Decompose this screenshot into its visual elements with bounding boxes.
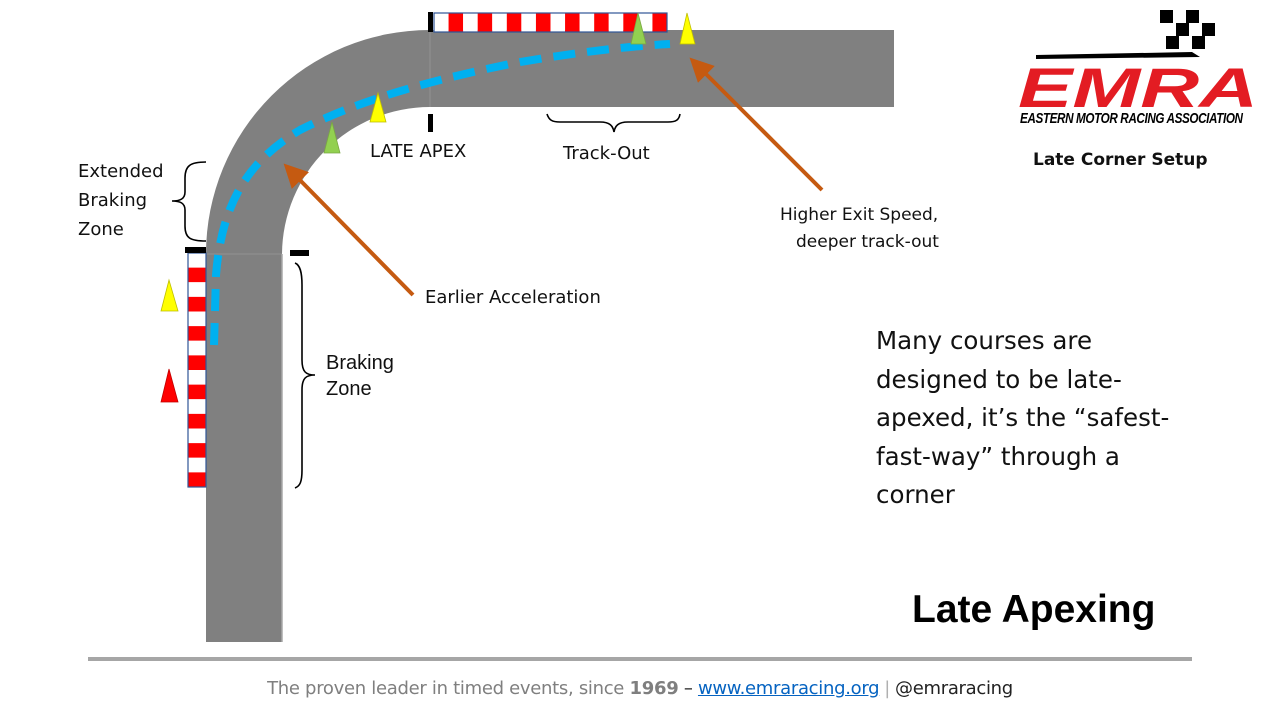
label-line: Extended xyxy=(78,161,164,182)
label-late-apex: LATE APEX xyxy=(370,141,467,162)
curb-segment xyxy=(188,267,206,283)
curb-segment xyxy=(188,340,206,356)
curb-start-marker xyxy=(428,12,433,32)
curb-segment xyxy=(188,282,206,297)
flag-square xyxy=(1176,23,1189,36)
arrow-earlier-acceleration xyxy=(283,163,415,297)
flag-square xyxy=(1202,23,1215,36)
curb-segment xyxy=(188,428,206,444)
brace-track-out xyxy=(546,113,681,133)
track-surface xyxy=(206,30,894,642)
brace-braking-zone xyxy=(294,262,316,489)
curb-vertical xyxy=(187,252,207,488)
curb-segment xyxy=(492,13,507,32)
cone-yellow-apex xyxy=(369,91,387,123)
curb-segment xyxy=(188,355,206,370)
arrow-higher-exit-speed xyxy=(689,57,824,192)
curb-segment xyxy=(623,13,638,32)
flag-square xyxy=(1160,10,1173,23)
curb-segment xyxy=(550,13,566,32)
label-track-out: Track-Out xyxy=(563,143,650,164)
curb-segment xyxy=(463,13,478,32)
curb-segment xyxy=(188,370,206,385)
brace-extended-braking-zone xyxy=(171,161,207,242)
turn-in-marker-right xyxy=(290,250,309,256)
footer-separator: | xyxy=(884,678,891,699)
footer-website-link[interactable]: www.emraracing.org xyxy=(697,678,880,699)
cone-yellow-exit xyxy=(679,12,696,45)
flag-square xyxy=(1192,36,1205,49)
curb-segment xyxy=(188,326,206,341)
curb-segment xyxy=(608,13,624,32)
footer-year: 1969 xyxy=(629,678,679,699)
curb-segment xyxy=(188,472,206,487)
curb-segment xyxy=(188,443,206,458)
curb-segment xyxy=(521,13,536,32)
label-line: Braking xyxy=(78,190,148,211)
label-line: Higher Exit Speed, xyxy=(780,205,939,225)
cone-yellow-braking xyxy=(160,278,179,312)
cone-red-braking xyxy=(160,368,179,403)
footer-dash: – xyxy=(678,678,698,699)
curb-segment xyxy=(434,13,449,32)
slide-subtitle: Late Corner Setup xyxy=(1033,150,1208,170)
curb-segment xyxy=(506,13,522,32)
logo-letters: EMRA xyxy=(1018,56,1258,119)
curb-segment xyxy=(594,13,609,32)
curb-segment xyxy=(565,13,580,32)
curb-segment xyxy=(477,13,493,32)
curb-segment xyxy=(579,13,595,32)
apex-marker xyxy=(428,114,433,132)
curb-segment xyxy=(448,13,464,32)
logo-tagline: EASTERN MOTOR RACING ASSOCIATION xyxy=(1020,110,1243,127)
cone-green-apex-entry xyxy=(323,121,341,154)
curb-segment xyxy=(188,296,206,312)
label-line: deeper track-out xyxy=(796,232,939,252)
label-earlier-acceleration: Earlier Acceleration xyxy=(425,287,601,308)
footer-social-handle: @emraracing xyxy=(895,678,1013,699)
checkered-flag-icon xyxy=(1160,10,1215,49)
logo-swoosh xyxy=(1036,52,1200,59)
label-line: Braking xyxy=(326,352,394,374)
flag-square xyxy=(1166,36,1179,49)
label-extended-braking-zone: Extended Braking Zone xyxy=(78,157,164,244)
slide-title: Late Apexing xyxy=(912,588,1156,631)
cone-green-exit xyxy=(630,12,647,45)
flag-square xyxy=(1186,10,1199,23)
racing-line xyxy=(210,40,671,346)
label-line: Zone xyxy=(78,219,124,240)
curb-segment xyxy=(188,384,206,400)
curb-border xyxy=(433,12,668,33)
curb-segment xyxy=(652,13,667,32)
turn-in-marker-left xyxy=(185,247,206,253)
curb-segment xyxy=(188,457,206,473)
footer: The proven leader in timed events, since… xyxy=(0,678,1280,699)
curb-segment xyxy=(188,413,206,429)
curb-segment xyxy=(535,13,551,32)
curb-segment xyxy=(188,399,206,414)
label-higher-exit-speed: Higher Exit Speed, deeper track-out xyxy=(780,202,939,256)
footer-divider xyxy=(88,657,1192,661)
curb-segment xyxy=(188,253,206,268)
label-line: Zone xyxy=(326,378,372,400)
curb-horizontal xyxy=(433,12,668,33)
slide-description: Many courses are designed to be late-ape… xyxy=(876,326,1170,509)
label-braking-zone: Braking Zone xyxy=(326,350,394,402)
footer-tagline: The proven leader in timed events, since xyxy=(267,678,630,699)
curb-segment xyxy=(188,311,206,327)
